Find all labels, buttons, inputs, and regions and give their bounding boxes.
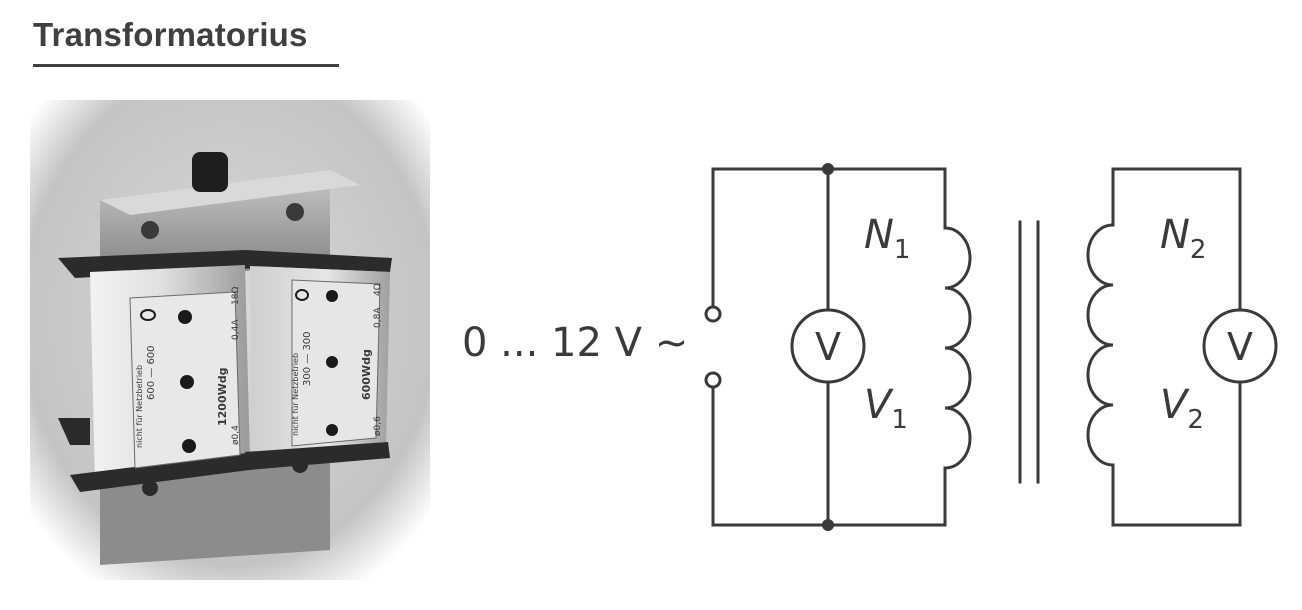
secondary-coil [1086,223,1115,467]
voltmeter-1-label: V [815,325,841,369]
source-terminal-bottom [704,371,722,389]
secondary-voltage-subscript: 2 [1187,405,1204,435]
secondary-voltage-symbol: V [1160,382,1190,428]
source-terminal-top [704,305,722,323]
page-title: Transformatorius [33,16,308,53]
primary-voltage-label: V1 [864,382,908,435]
secondary-turns-subscript: 2 [1190,235,1207,265]
primary-turns-symbol: N [864,212,894,258]
coil-left-taps: 600 — 600 [146,345,157,400]
coil-right-wire: ø0,6 [373,416,383,436]
bottom-yoke [58,418,330,565]
coil-right-current: 0,8A [373,307,383,328]
primary-coil [943,226,972,470]
voltmeter-2-label: V [1227,325,1253,369]
coil-left-turns: 1200Wdg [216,368,229,427]
coil-right-taps: 300 — 300 [302,331,313,386]
circuit-diagram: V V 0 ... 12 V ~ N1 V1 N2 V2 [462,163,1278,531]
primary-turns-label: N1 [864,212,910,265]
coil-600-turns: 300 — 300 600Wdg nicht für Netzbetrieb 0… [245,250,392,470]
junction-top [822,163,834,175]
voltmeter-2: V [1202,308,1278,384]
coil-left-caption: nicht für Netzbetrieb [135,365,144,448]
secondary-turns-symbol: N [1160,212,1190,258]
secondary-wire-bottom [1111,380,1242,527]
primary-voltage-subscript: 1 [891,405,908,435]
coil-left-current: 0,4A [231,319,241,340]
primary-voltage-symbol: V [864,382,894,428]
source-voltage-label: 0 ... 12 V ~ [462,320,688,366]
voltmeter-1: V [790,308,866,384]
junction-bottom [822,519,834,531]
secondary-turns-label: N2 [1160,212,1206,265]
transformer-photo: 600 — 600 1200Wdg nicht für Netzbetrieb … [30,100,430,580]
primary-turns-subscript: 1 [894,235,911,265]
coil-right-caption: nicht für Netzbetrieb [291,353,300,436]
clamp-knob [192,152,228,192]
secondary-voltage-label: V2 [1160,382,1204,435]
title-underline [33,64,339,67]
coil-left-wire: ø0,4 [231,425,241,445]
secondary-wire-top [1111,167,1242,312]
coil-left-resistance: 18Ω [231,287,241,305]
coil-right-resistance: 4Ω [373,283,383,296]
coil-1200-turns: 600 — 600 1200Wdg nicht für Netzbetrieb … [58,250,265,492]
primary-wire-bottom [711,466,947,527]
coil-right-turns: 600Wdg [360,349,373,400]
